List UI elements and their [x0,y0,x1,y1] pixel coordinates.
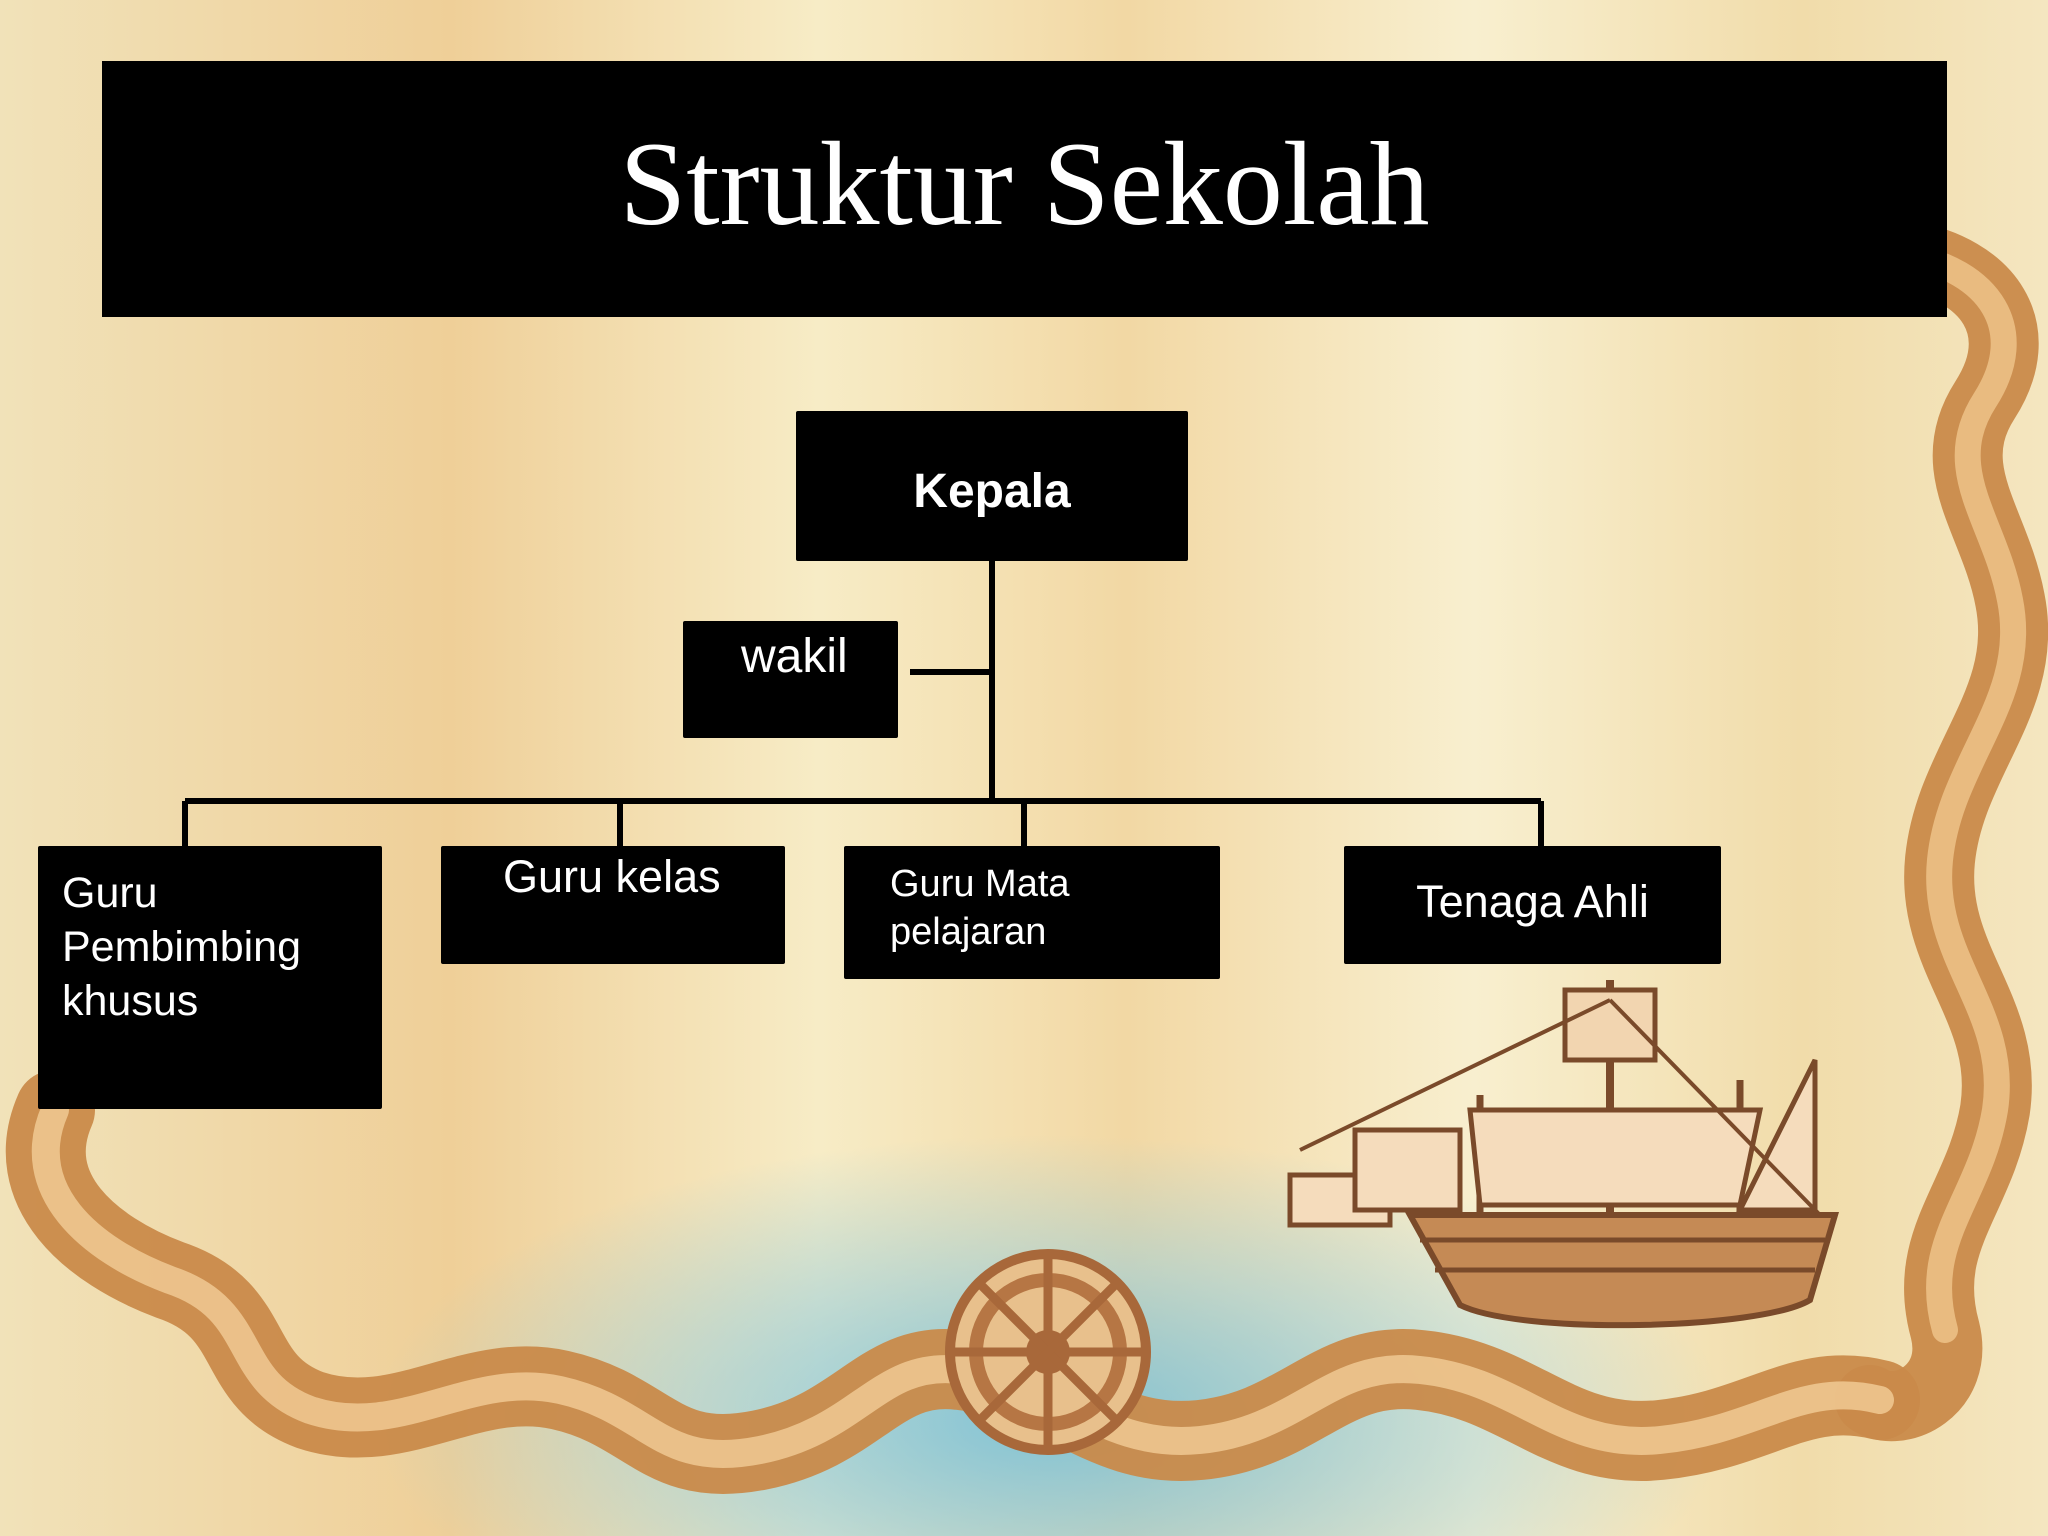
org-node-tenaga-ahli: Tenaga Ahli [1344,846,1721,964]
ribbon-border-decoration [5,220,2048,1494]
sailing-ship-icon [1287,980,1840,1329]
org-node-label: Guru kelas [503,851,721,902]
ship-wheel-icon [945,1249,1151,1455]
org-node-label: Guru Pembimbing khusus [62,869,301,1025]
org-node-kepala: Kepala [796,411,1188,561]
org-node-wakil: wakil [683,621,898,738]
org-node-label: Guru Mata pelajaran [890,863,1070,953]
org-node-label: wakil [741,630,848,683]
org-node-guru-kelas: Guru kelas [441,846,785,964]
title-bar: Struktur Sekolah [102,61,1947,317]
org-node-guru-mata-pelajaran: Guru Mata pelajaran [844,846,1220,979]
org-node-label: Kepala [913,465,1071,518]
page-title: Struktur Sekolah [619,117,1430,250]
org-node-guru-pembimbing-khusus: Guru Pembimbing khusus [38,846,382,1109]
org-node-label: Tenaga Ahli [1416,876,1649,927]
